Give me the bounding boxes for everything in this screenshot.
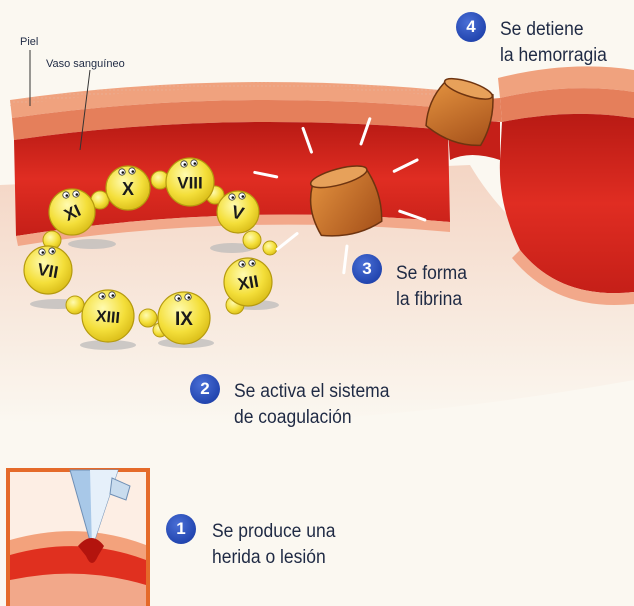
step-badge-1: 1 [166,514,196,544]
factor-label: XII [236,272,260,294]
factor-label: IX [175,309,193,330]
vessel-label: Vaso sanguíneo [46,58,125,71]
step-4-line1: Se detiene [500,18,584,41]
factor-x: X [106,166,150,210]
step-1-line2: herida o lesión [212,546,326,569]
wound-inset [8,470,148,606]
step-badge-4: 4 [456,12,486,42]
step-badge-3: 3 [352,254,382,284]
factor-xiii: XIII [82,290,134,342]
step-3-line1: Se forma [396,262,467,285]
factor-viii: VIII [166,158,214,206]
factor-label: VIII [177,173,203,192]
factor-label: VII [36,260,60,282]
factor-v: V [217,191,259,233]
step-2-line1: Se activa el sistema [234,380,389,403]
step-2-line2: de coagulación [234,406,352,429]
skin-label: Piel [20,36,38,49]
step-3-line2: la fibrina [396,288,462,311]
factor-label: X [122,179,134,199]
step-badge-2: 2 [190,374,220,404]
factor-xi: XI [49,189,95,235]
factor-vii: VII [24,246,72,294]
factor-ix: IX [158,292,210,344]
factor-label: XIII [95,308,120,327]
factor-xii: XII [224,258,272,306]
step-4-line2: la hemorragia [500,44,607,67]
step-1-line1: Se produce una [212,520,335,543]
